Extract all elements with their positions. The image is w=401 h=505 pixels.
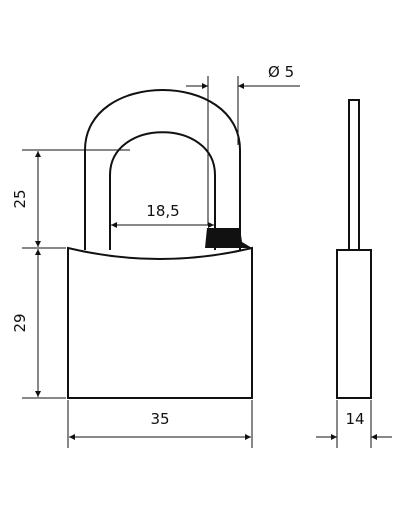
dimension-body-thickness: 14 [316, 400, 392, 448]
side-view [336, 99, 372, 399]
dimension-body-height: 29 [11, 249, 66, 399]
dimension-shackle-diameter: Ø 5 [186, 63, 300, 225]
dimension-body-width: 35 [67, 400, 253, 448]
lock-body [67, 246, 253, 399]
shackle-outer-outline [84, 89, 241, 250]
label-body-width: 35 [150, 410, 169, 428]
label-shackle-height: 25 [11, 189, 29, 208]
shackle-inner-outline [109, 131, 216, 250]
label-body-height: 29 [11, 313, 29, 332]
side-body [336, 249, 372, 399]
label-shackle-diameter: Ø 5 [268, 63, 294, 81]
dimension-shackle-height: 25 [11, 149, 130, 249]
shackle-collar [205, 228, 252, 248]
shackle [84, 89, 252, 250]
label-body-thickness: 14 [345, 410, 364, 428]
dimension-shackle-inner-width: 18,5 [111, 202, 214, 228]
label-shackle-inner-width: 18,5 [146, 202, 179, 220]
side-shackle [348, 99, 360, 251]
lock-body-outline [67, 246, 253, 399]
